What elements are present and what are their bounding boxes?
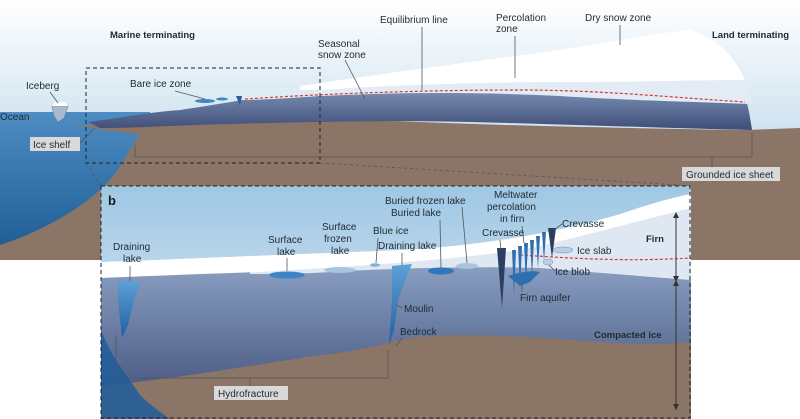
bare-ice-lake-1 xyxy=(195,99,215,103)
land-terminating-label: Land terminating xyxy=(712,30,789,41)
percolation-zone-label: Percolation zone xyxy=(496,13,549,35)
ice-shelf-label: Ice shelf xyxy=(33,140,70,151)
bare-ice-lake-2 xyxy=(216,97,228,101)
ice-slab-label: Ice slab xyxy=(577,246,612,257)
crevasse-right-leader xyxy=(553,223,563,231)
equilibrium-line-b xyxy=(519,254,692,261)
depth-arrow-compact-top xyxy=(673,280,679,286)
compacted-ice-label: Compacted ice xyxy=(594,330,662,341)
draining-lake-mid-label: Draining lake xyxy=(378,241,437,252)
crevasse-left-leader xyxy=(499,239,502,251)
hydrofracture-label: Hydrofracture xyxy=(218,389,279,400)
marine-terminating-label: Marine terminating xyxy=(110,30,195,41)
surface-frozen-lake-shape xyxy=(324,267,356,273)
dry-snow-zone-label: Dry snow zone xyxy=(585,13,652,24)
buried-frozen-lake-leader xyxy=(461,206,468,264)
meltwater-percolation-leader xyxy=(521,225,525,244)
grounded-ice-sheet-label: Grounded ice sheet xyxy=(686,170,774,181)
panel-b-snow xyxy=(101,194,691,278)
crevasse-a xyxy=(236,96,242,106)
buried-frozen-lake-shape xyxy=(456,263,478,269)
equilibrium-line-a xyxy=(244,89,746,103)
ocean-label: Ocean xyxy=(0,112,29,123)
bare-ice-leader xyxy=(174,90,206,100)
firn-aquifer-shape xyxy=(508,271,540,286)
depth-arrow-bottom xyxy=(673,404,679,410)
buried-lake-shape xyxy=(428,267,454,275)
zoom-connector-right xyxy=(319,162,681,186)
seasonal-snow-leader xyxy=(344,59,366,100)
zoom-connector-left xyxy=(85,162,101,186)
buried-frozen-lake-label: Buried frozen lake xyxy=(385,196,466,207)
draining-lake-left-label: Draining lake xyxy=(113,242,153,265)
panel-b-frame xyxy=(100,185,691,419)
firn-aquifer-label: Firn aquifer xyxy=(520,293,571,304)
crevasse-right-label: Crevasse xyxy=(562,219,605,230)
panel-b: b Draining lake Surface lake Surface fro… xyxy=(100,185,692,419)
firn-label: Firn xyxy=(646,234,664,245)
crevasse-right-shape xyxy=(548,228,556,258)
seasonal-snow-zone-label: Seasonal snow zone xyxy=(318,39,366,61)
percolation-stripe xyxy=(512,250,516,296)
percolation-stripe xyxy=(524,243,528,284)
draining-lake-mid-shape xyxy=(389,264,412,345)
moulin-leader xyxy=(395,304,403,309)
iceberg-leader xyxy=(49,91,59,104)
ice-blob-leader xyxy=(548,264,556,272)
percolation-stripe xyxy=(530,240,534,276)
grounded-ice-label-bg xyxy=(682,167,780,181)
draining-lake-left-shape xyxy=(118,280,140,338)
buried-lake-label: Buried lake xyxy=(391,208,441,219)
crevasse-left-label: Crevasse xyxy=(482,228,525,239)
bedrock-label: Bedrock xyxy=(400,327,438,338)
percolation-stripe xyxy=(536,236,540,268)
percolation-stripe xyxy=(518,246,522,290)
grounded-ice-bracket xyxy=(134,133,753,158)
percolation-stripe xyxy=(542,232,546,262)
hydrofracture-label-bg xyxy=(214,386,288,400)
blue-ice-shape xyxy=(370,263,380,267)
meltwater-percolation-label: Meltwater percolation in firn xyxy=(487,190,540,225)
surface-lake-label: Surface lake xyxy=(268,235,305,258)
panel-b-letter: b xyxy=(108,193,116,208)
blue-ice-leader xyxy=(375,237,379,264)
hydrofracture-bracket xyxy=(115,335,389,379)
zoom-box xyxy=(85,67,321,164)
equilibrium-line-label: Equilibrium line xyxy=(380,15,448,26)
meltwater-percolation-stripes xyxy=(512,232,546,296)
bedrock-leader xyxy=(395,337,403,347)
buried-lake-leader xyxy=(439,219,442,269)
bare-ice-zone-label: Bare ice zone xyxy=(130,79,192,90)
crevasse-left-shape xyxy=(497,248,506,308)
depth-arrow-top xyxy=(673,212,679,218)
snow-layer-a xyxy=(300,30,745,90)
ice-blob-label: Ice blob xyxy=(555,267,590,278)
ice-blob-shape xyxy=(542,258,554,266)
surface-frozen-lake-label: Surface frozen lake xyxy=(322,222,359,257)
ice-shelf-leader xyxy=(79,127,96,144)
iceberg-label: Iceberg xyxy=(26,81,59,92)
moulin-label: Moulin xyxy=(404,304,433,315)
blue-ice-label: Blue ice xyxy=(373,226,409,237)
iceberg-top xyxy=(52,102,68,106)
surface-lake-shape xyxy=(269,271,305,279)
ice-slab-shape xyxy=(552,246,574,254)
panel-b-ocean-wedge xyxy=(101,330,170,419)
ice-shelf-label-bg xyxy=(30,137,80,151)
depth-arrow-firn-bottom xyxy=(673,276,679,282)
